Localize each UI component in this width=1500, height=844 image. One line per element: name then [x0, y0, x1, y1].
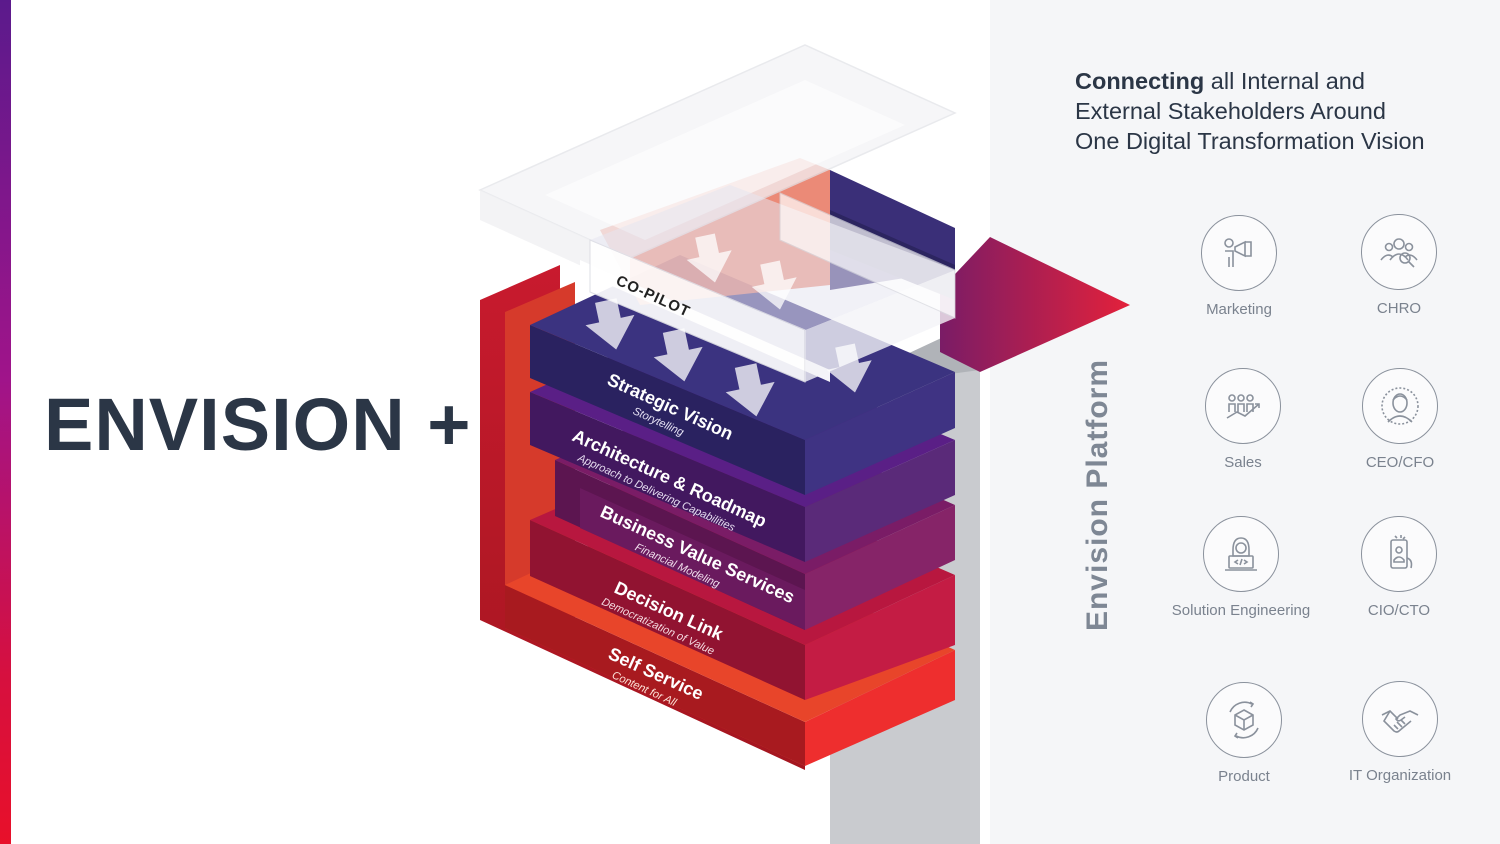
layer-strategic-vision-left [530, 325, 805, 495]
brand-title: ENVISION + [44, 383, 472, 466]
arrow-icon [686, 233, 732, 283]
layer-business-value-inset [580, 488, 805, 630]
stakeholder-label: Marketing [1206, 301, 1272, 318]
arrow-icon [826, 343, 872, 393]
layer-self-service-right [805, 650, 955, 766]
handshake-icon [1362, 681, 1438, 757]
copilot-side-panel [779, 192, 956, 319]
layer-business-value-right [805, 505, 955, 630]
mobile-user-icon [1361, 516, 1437, 592]
accent-bar [0, 0, 11, 844]
stakeholder-label: Solution Engineering [1171, 602, 1311, 619]
layer-decision-link-right [805, 575, 955, 700]
stakeholder-sales: Sales [1158, 368, 1328, 472]
stakeholder-label: IT Organization [1348, 767, 1452, 784]
layer-architecture-right [805, 440, 955, 562]
layer-strategic-vision-right [805, 372, 955, 495]
product-cycle-icon [1206, 682, 1282, 758]
developer-icon [1203, 516, 1279, 592]
stakeholder-solution-engineering: Solution Engineering [1156, 516, 1326, 620]
stakeholder-it-organization: IT Organization [1315, 681, 1485, 785]
stakeholder-label: CIO/CTO [1367, 602, 1431, 619]
arrow-icon [725, 363, 775, 417]
megaphone-icon [1201, 215, 1277, 291]
stakeholder-marketing: Marketing [1154, 215, 1324, 319]
headline-rest: all Internal and External Stakeholders A… [1075, 68, 1425, 154]
stakeholder-cio-cto: CIO/CTO [1314, 516, 1484, 620]
stakeholder-chro: CHRO [1314, 214, 1484, 318]
stakeholder-label: CEO/CFO [1365, 454, 1435, 471]
stakeholder-ceo-cfo: CEO/CFO [1315, 368, 1485, 472]
headline: Connecting all Internal and External Sta… [1075, 66, 1435, 156]
copilot-frame [478, 44, 957, 383]
layer-self-service-left [505, 585, 805, 766]
arrow-icon [585, 298, 635, 350]
people-search-icon [1361, 214, 1437, 290]
stakeholder-label: Sales [1224, 454, 1262, 471]
growth-team-icon [1205, 368, 1281, 444]
copilot-arrows [585, 233, 872, 417]
arrow-icon [653, 328, 703, 382]
platform-label: Envision Platform [1081, 358, 1114, 632]
stakeholder-label: Product [1218, 768, 1270, 785]
executive-icon [1362, 368, 1438, 444]
copilot-bar-top [590, 185, 955, 330]
arrow-icon [751, 260, 797, 310]
headline-bold: Connecting [1075, 68, 1205, 94]
stakeholder-product: Product [1159, 682, 1329, 786]
layer-architecture-left [530, 392, 805, 562]
stakeholder-label: CHRO [1376, 300, 1422, 317]
copilot-inner-glass [545, 80, 905, 240]
layer-decision-link-left [530, 520, 805, 700]
platform-ribbon [940, 237, 1130, 372]
